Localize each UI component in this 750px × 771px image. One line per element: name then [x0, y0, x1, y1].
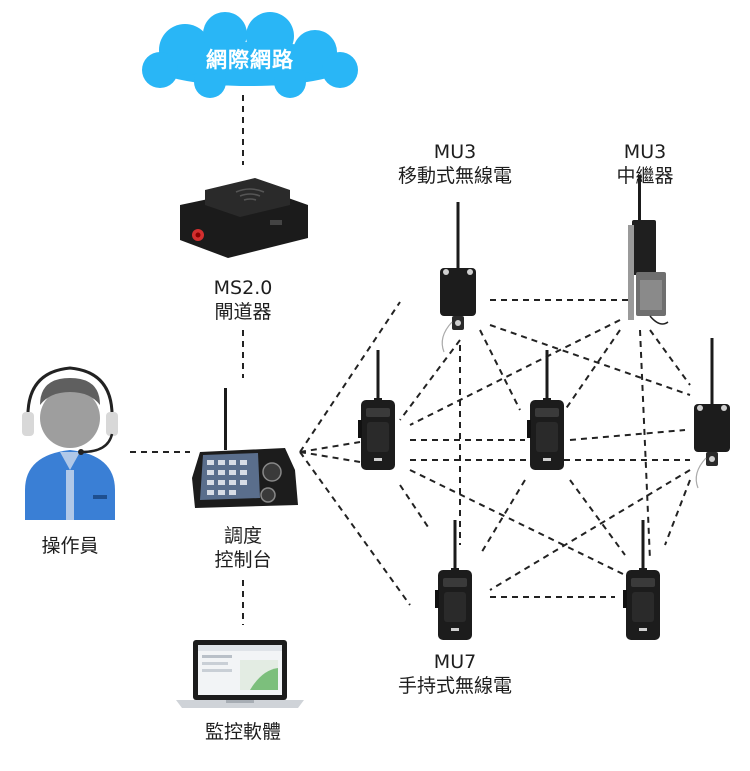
operator-icon: [22, 366, 118, 520]
internet-cloud: [142, 12, 358, 98]
cloud-label: 網際網路: [206, 48, 294, 72]
mobile-radio-label-line1: MU3: [433, 141, 477, 163]
mobile-radio-label-line2: 移動式無線電: [397, 165, 512, 187]
mobile-radio-right-icon: [693, 337, 731, 489]
monitor-label: 監控軟體: [204, 721, 281, 743]
handheld-radio-bottom-right-icon: [623, 520, 660, 640]
gateway-device-icon: [180, 178, 308, 258]
dispatch-console-icon: [192, 388, 298, 508]
mobile-radio-label: MU3 移動式無線電: [380, 140, 530, 188]
handheld-radio-left-icon: [358, 350, 395, 470]
console-label-line1: 調度: [223, 525, 262, 547]
handheld-radio-center-icon: [527, 350, 564, 470]
repeater-label-line2: 中繼器: [616, 165, 674, 187]
gateway-label-line1: MS2.0: [213, 277, 273, 299]
repeater-label: MU3 中繼器: [590, 140, 700, 188]
handheld-radio-bottom-left-icon: [435, 520, 472, 640]
gateway-label-line2: 閘道器: [214, 301, 272, 323]
console-label: 調度 控制台: [183, 524, 303, 572]
gateway-label: MS2.0 閘道器: [183, 276, 303, 324]
laptop-icon: [176, 640, 304, 708]
console-label-line2: 控制台: [214, 549, 272, 571]
mu3-repeater-icon: [628, 175, 669, 325]
handheld-label-line2: 手持式無線電: [397, 675, 512, 697]
handheld-label-line1: MU7: [433, 651, 477, 673]
mu3-mobile-radio-icon: [439, 201, 477, 353]
operator-label: 操作員: [41, 535, 99, 557]
repeater-label-line1: MU3: [623, 141, 667, 163]
handheld-label: MU7 手持式無線電: [380, 650, 530, 698]
connection-lines: [130, 95, 691, 625]
